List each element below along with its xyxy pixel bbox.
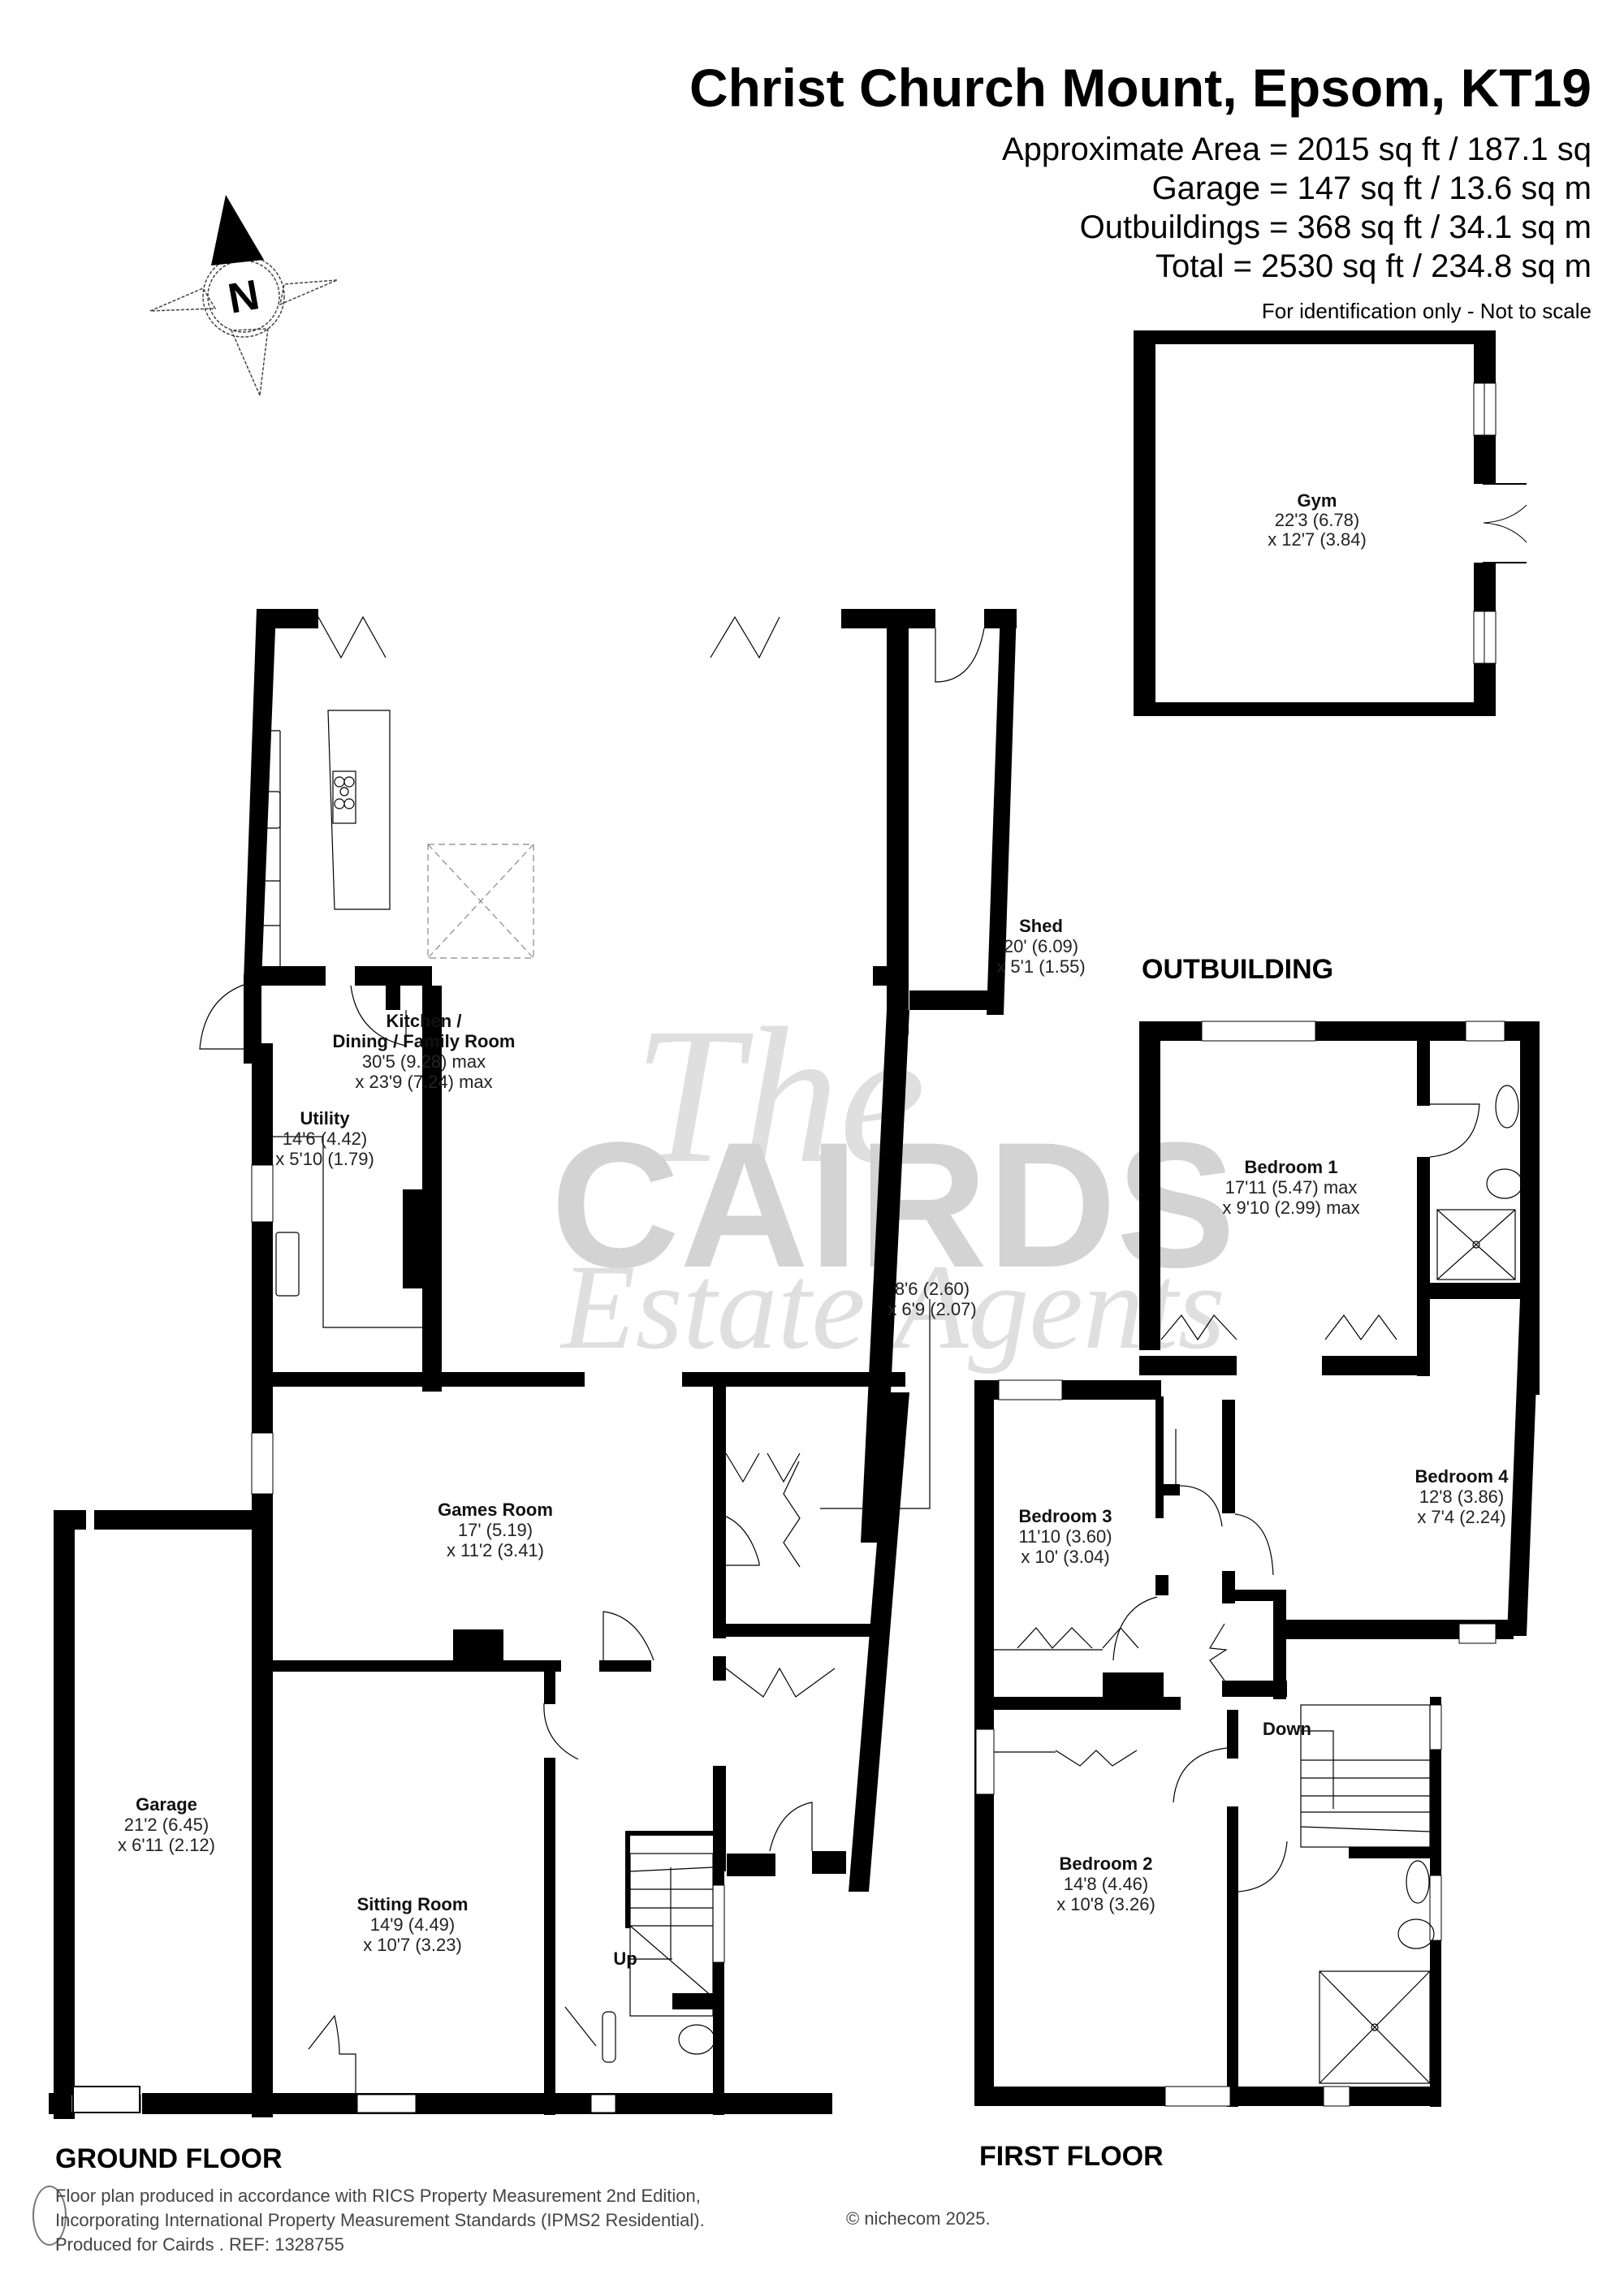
gym-dim2: x 12'7 (3.84) <box>1268 529 1367 550</box>
property-title: Christ Church Mount, Epsom, KT19 <box>689 58 1592 118</box>
gym-dim1: 22'3 (6.78) <box>1275 510 1360 530</box>
gym-outbuilding <box>1134 330 1527 716</box>
sitting-dim1: 14'9 (4.49) <box>370 1914 456 1935</box>
room-label-garage: Garage <box>136 1794 197 1815</box>
first-floor-label: FIRST FLOOR <box>979 2141 1164 2172</box>
room-label-bedroom-3: Bedroom 3 <box>1019 1506 1112 1526</box>
shed-dim2: x 5'1 (1.55) <box>996 956 1085 977</box>
footer-line-3: Produced for Cairds . REF: 1328755 <box>55 2234 344 2255</box>
room-label-shed: Shed <box>1019 916 1063 936</box>
shed-dim1: 20' (6.09) <box>1004 936 1078 956</box>
room-label-bedroom-4: Bedroom 4 <box>1415 1466 1510 1487</box>
copyright-notice: © nichecom 2025. <box>846 2208 991 2229</box>
room-label-bedroom-1: Bedroom 1 <box>1245 1157 1338 1177</box>
compass-n-label: N <box>225 271 263 323</box>
room-label-gym: Gym <box>1298 490 1337 511</box>
garage-area: Garage = 147 sq ft / 13.6 sq m <box>1151 170 1592 206</box>
ground-floor-walls <box>49 609 1017 2119</box>
footer-notes: Floor plan produced in accordance with R… <box>55 2184 705 2257</box>
room-label-kitchen-2: Dining / Family Room <box>333 1031 516 1051</box>
stairs-up-label: Up <box>613 1949 637 1969</box>
games-dim2: x 11'2 (3.41) <box>447 1540 544 1560</box>
room-label-bedroom-2: Bedroom 2 <box>1060 1854 1153 1874</box>
garage-door <box>72 2086 140 2113</box>
footer-line-1: Floor plan produced in accordance with R… <box>55 2186 701 2206</box>
outbuilding-label: OUTBUILDING <box>1142 954 1334 985</box>
store-dim1: 8'6 (2.60) <box>895 1279 970 1299</box>
garage-dim1: 21'2 (6.45) <box>124 1815 209 1835</box>
store-dim2: x 6'9 (2.07) <box>888 1299 976 1319</box>
room-label-games-room: Games Room <box>438 1500 553 1520</box>
total-area: Total = 2530 sq ft / 234.8 sq m <box>1155 248 1592 284</box>
bedroom2-dim2: x 10'8 (3.26) <box>1056 1894 1155 1914</box>
bedroom1-dim2: x 9'10 (2.99) max <box>1222 1198 1359 1218</box>
bedroom4-dim1: 12'8 (3.86) <box>1419 1487 1505 1507</box>
kitchen-dim1: 30'5 (9.28) max <box>362 1051 486 1072</box>
bedroom3-dim1: 11'10 (3.60) <box>1018 1526 1112 1547</box>
garage-dim2: x 6'11 (2.12) <box>118 1835 215 1855</box>
sitting-dim2: x 10'7 (3.23) <box>363 1935 462 1955</box>
room-label-sitting-room: Sitting Room <box>357 1894 469 1914</box>
games-dim1: 17' (5.19) <box>458 1520 533 1540</box>
stairs-down-label: Down <box>1263 1719 1311 1739</box>
footer-line-2: Incorporating International Property Mea… <box>55 2210 705 2230</box>
outbuildings-area: Outbuildings = 368 sq ft / 34.1 sq m <box>1079 209 1592 245</box>
bedroom1-dim1: 17'11 (5.47) max <box>1225 1177 1358 1198</box>
watermark-the: The <box>633 987 926 1203</box>
room-label-utility: Utility <box>300 1108 350 1129</box>
bedroom2-dim1: 14'8 (4.46) <box>1064 1874 1149 1894</box>
north-arrow-compass-icon: N <box>149 195 338 398</box>
utility-dim1: 14'6 (4.42) <box>283 1129 368 1149</box>
room-label-kitchen: Kitchen / <box>387 1011 462 1031</box>
person-info-icon <box>32 2186 67 2246</box>
bedroom3-dim2: x 10' (3.04) <box>1021 1547 1109 1567</box>
approx-area: Approximate Area = 2015 sq ft / 187.1 sq <box>1001 132 1592 167</box>
ground-floor-fixtures <box>199 615 985 2093</box>
disclaimer: For identification only - Not to scale <box>1261 299 1592 323</box>
ground-floor-label: GROUND FLOOR <box>55 2143 283 2174</box>
first-floor-fixtures <box>994 1085 1523 2084</box>
kitchen-dim2: x 23'9 (7.24) max <box>355 1072 492 1092</box>
bedroom4-dim2: x 7'4 (2.24) <box>1417 1507 1505 1527</box>
first-floor-windows <box>975 1021 1505 2107</box>
utility-dim2: x 5'10 (1.79) <box>275 1149 374 1169</box>
area-summary: Approximate Area = 2015 sq ft / 187.1 sq… <box>1002 130 1592 286</box>
